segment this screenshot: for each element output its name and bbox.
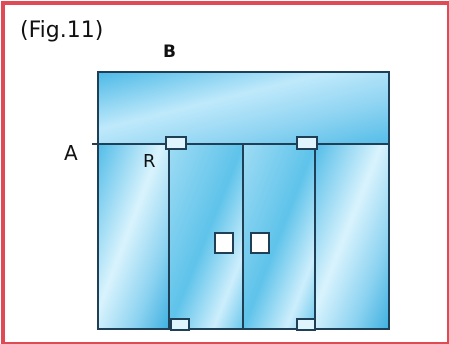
top-pivot-left	[165, 136, 187, 150]
label-b: B	[163, 42, 176, 62]
handle-left	[214, 232, 234, 254]
bottom-patch-right	[296, 318, 316, 331]
top-pivot-right	[296, 136, 318, 150]
label-a: A	[64, 141, 78, 165]
label-r: R	[143, 151, 156, 172]
figure-caption: (Fig.11)	[20, 18, 104, 43]
left-side-panel	[97, 143, 170, 330]
bottom-patch-left	[170, 318, 190, 331]
transom-panel	[97, 71, 390, 145]
handle-right	[250, 232, 270, 254]
right-side-panel	[314, 143, 390, 330]
